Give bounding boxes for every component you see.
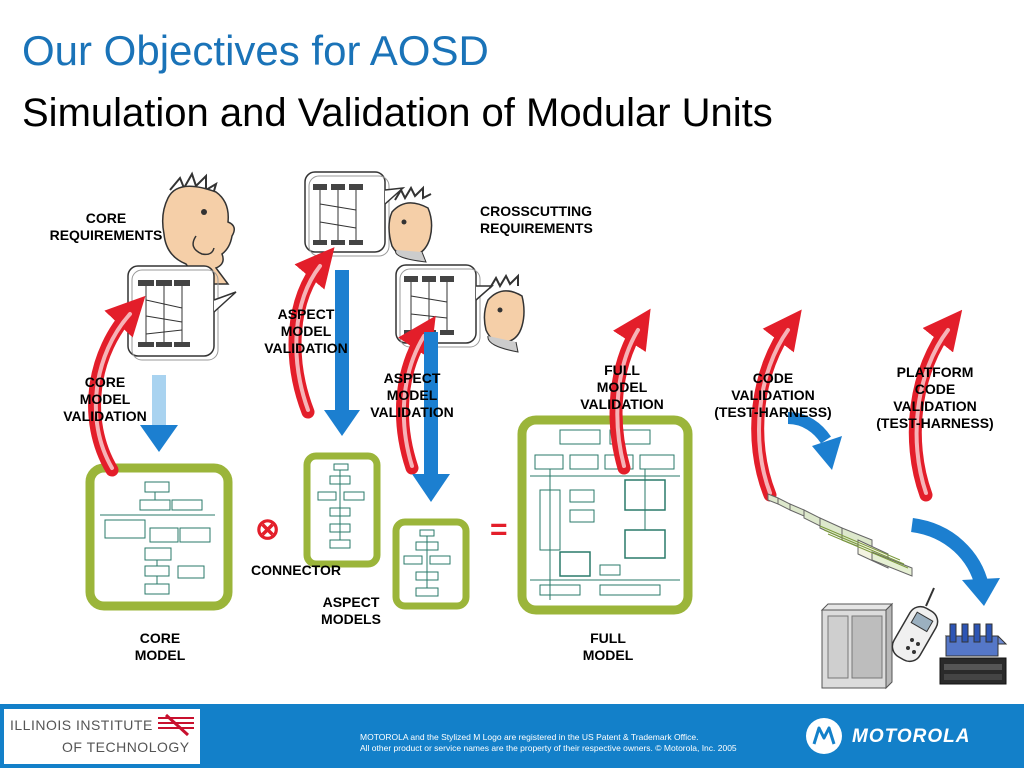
aspect-model-frame-1 [303, 452, 381, 568]
code-curve-arrow [787, 412, 831, 444]
code-validation-label: CODE VALIDATION (TEST-HARNESS) [714, 370, 832, 420]
sequence-diagram-bubble-icon [127, 265, 237, 361]
flowchart-icon [403, 529, 451, 597]
core-model-label: CORE MODEL [134, 630, 186, 663]
platform-curve-arrow [910, 518, 989, 588]
aspect-model-validation-label-1: ASPECT MODEL VALIDATION [264, 306, 348, 356]
equals-symbol: = [490, 513, 508, 546]
flowchart-icon [530, 429, 680, 600]
connector-label: CONNECTOR [251, 562, 341, 578]
iit-name-line1: ILLINOIS INSTITUTE [10, 717, 153, 733]
aspect-model-validation-label-2: ASPECT MODEL VALIDATION [370, 370, 454, 420]
platform-code-validation-label: PLATFORM CODE VALIDATION (TEST-HARNESS) [876, 364, 994, 431]
crosscutting-requirements-label: CROSSCUTTING REQUIREMENTS [480, 203, 593, 236]
aspect-models-label: ASPECT MODELS [321, 594, 381, 627]
aspect-model-frame-2 [392, 518, 470, 610]
full-model-label: FULL MODEL [582, 630, 634, 663]
iit-logo: ILLINOIS INSTITUTE OF TECHNOLOGY [4, 709, 200, 764]
flowchart-icon [317, 463, 365, 549]
page-title: Our Objectives for AOSD [22, 27, 489, 74]
legal-notice: MOTOROLA and the Stylized M Logo are reg… [360, 732, 737, 753]
full-model-validation-label: FULL MODEL VALIDATION [580, 362, 664, 412]
aosd-diagram [85, 171, 1008, 690]
aspect-down-arrow-head-2 [412, 474, 450, 502]
motorola-m-logo-icon [806, 718, 842, 754]
iit-name-line2: OF TECHNOLOGY [62, 739, 190, 755]
aspect-down-arrow-shaft-2 [424, 332, 438, 474]
aspect-down-arrow-shaft-1 [335, 270, 349, 410]
core-down-arrow-head [140, 425, 178, 452]
iit-logo-icon [158, 713, 194, 737]
core-model-validation-label: CORE MODEL VALIDATION [63, 374, 147, 424]
motorola-brand: MOTOROLA [852, 726, 971, 747]
base-station-rack-icon [820, 602, 894, 690]
blue-flow-arrows [140, 270, 1000, 606]
network-device-icon [939, 623, 1008, 685]
thinking-person-icon [388, 185, 433, 263]
mobile-phone-icon [891, 587, 939, 663]
test-harness-trace-icon [767, 493, 913, 577]
sequence-diagram-bubble-icon [395, 264, 494, 348]
page-subtitle: Simulation and Validation of Modular Uni… [22, 91, 773, 135]
thinking-person-icon [161, 171, 235, 285]
full-model-frame [517, 415, 693, 615]
aspect-down-arrow-head-1 [324, 410, 360, 436]
core-model-frame [85, 463, 233, 611]
flowchart-icon [100, 481, 215, 595]
core-requirements-label: CORE REQUIREMENTS [49, 210, 163, 243]
connector-symbol: ⊗ [255, 513, 281, 546]
sequence-diagram-bubble-icon [304, 171, 406, 257]
thinking-person-icon [483, 273, 525, 353]
core-down-arrow-shaft [152, 375, 166, 425]
